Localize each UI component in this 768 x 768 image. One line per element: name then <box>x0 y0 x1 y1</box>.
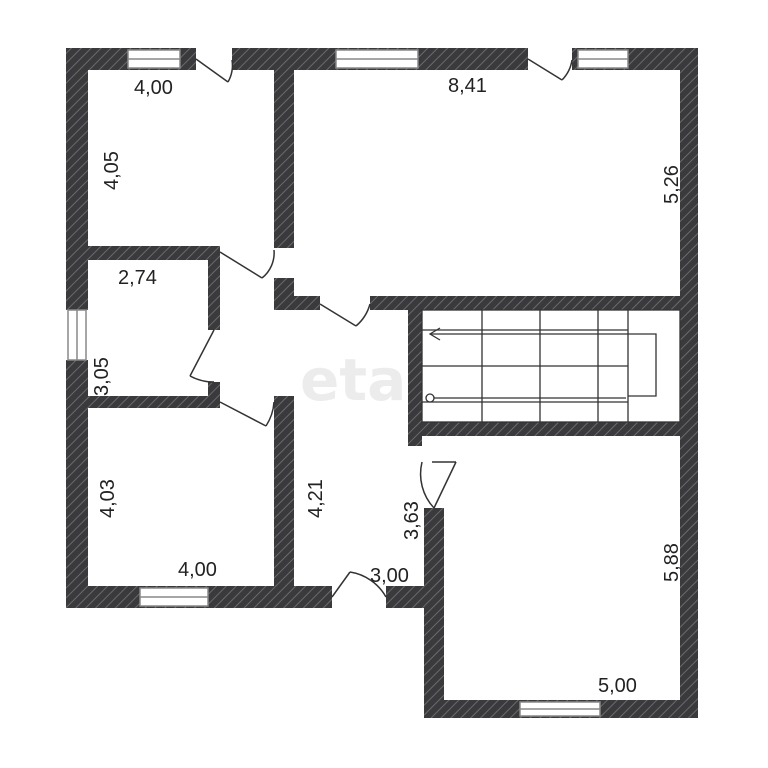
stair-arrow-icon <box>428 327 441 341</box>
dim-small-room-width: 2,74 <box>118 267 157 289</box>
dim-bottom-right-height: 5,88 <box>661 543 683 582</box>
door-bottom-left-room <box>219 401 275 427</box>
wall-stair-left <box>408 296 422 446</box>
dim-top-right-width: 8,41 <box>448 75 487 97</box>
wall-hall-left <box>274 396 294 608</box>
wall-stair-bottom <box>408 422 698 436</box>
window-bottom-left <box>139 587 209 607</box>
dim-hall-width: 3,00 <box>370 565 409 587</box>
door-bottom-right-room <box>419 461 457 509</box>
stair-direction-line <box>430 333 657 397</box>
door-top-left-room <box>219 249 275 279</box>
door-entrance-top <box>195 58 234 83</box>
dim-bottom-left-width: 4,00 <box>178 559 217 581</box>
doors <box>189 58 573 598</box>
dim-bottom-right-width: 5,00 <box>598 675 637 697</box>
wall-small-room-bottom <box>66 396 220 408</box>
wall-left-upper <box>66 48 88 310</box>
window-left <box>67 309 87 361</box>
wall-small-room-right <box>208 246 220 330</box>
dimension-labels: 4,00 4,05 8,41 5,26 2,74 3,05 4,03 4,00 … <box>91 75 683 697</box>
wall-bottom-right-room-left <box>424 508 444 718</box>
wall-top-right-bottom-a <box>274 296 320 310</box>
wall-right <box>680 48 698 718</box>
staircase <box>421 309 681 423</box>
walls <box>66 48 698 718</box>
dim-top-left-width: 4,00 <box>134 77 173 99</box>
wall-left-lower <box>66 360 88 608</box>
window-top-left <box>127 49 181 69</box>
door-top-right-room <box>319 303 371 327</box>
stair-start-icon <box>425 393 435 403</box>
dim-top-right-height: 5,26 <box>661 165 683 204</box>
door-small-room <box>189 329 215 383</box>
window-bottom-right <box>519 701 601 717</box>
wall-top-left-bottom <box>66 246 218 260</box>
dim-small-room-height: 3,05 <box>91 357 113 396</box>
dim-stair-hall-height: 3,63 <box>401 501 423 540</box>
wall-interior-vertical-top <box>274 48 294 248</box>
door-hall-exit <box>331 571 387 598</box>
dim-hall-height: 4,21 <box>305 479 327 518</box>
dim-bottom-left-height: 4,03 <box>97 479 119 518</box>
windows <box>67 49 629 717</box>
wall-top-right-bottom-b <box>370 296 698 310</box>
window-top-right <box>577 49 629 69</box>
window-top-middle <box>335 49 419 69</box>
door-top-right-exit <box>527 58 573 81</box>
dim-top-left-height: 4,05 <box>101 151 123 190</box>
